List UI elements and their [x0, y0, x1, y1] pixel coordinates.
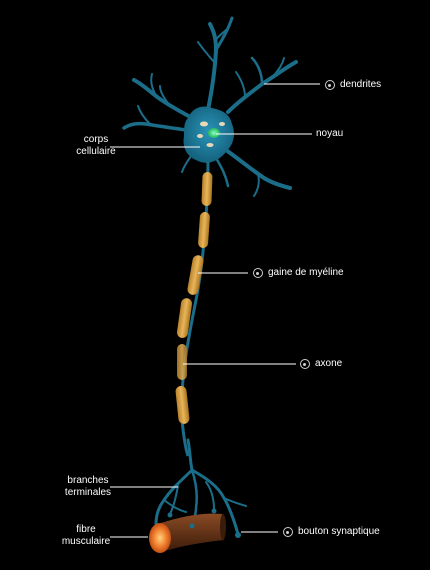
label-bouton-synaptique: bouton synaptique: [298, 526, 380, 537]
label-fibre-musculaire-line2: musculaire: [61, 536, 111, 547]
label-gaine-de-myeline: gaine de myéline: [268, 267, 344, 278]
label-corps-cellulaire-line1: corps: [83, 134, 109, 145]
myelin-sheath: [175, 172, 213, 424]
label-fibre-musculaire: fibre musculaire: [56, 524, 116, 548]
organelles: [197, 121, 225, 147]
audio-icon[interactable]: [283, 527, 293, 537]
label-dendrites: dendrites: [340, 79, 382, 90]
muscle-fibre: [149, 513, 226, 553]
audio-icon[interactable]: [300, 359, 310, 369]
label-corps-cellulaire: corps cellulaire: [66, 134, 126, 158]
dendrites: [122, 16, 298, 197]
label-branches-terminales-line2: terminales: [64, 487, 112, 498]
audio-icon[interactable]: [325, 80, 335, 90]
label-axone: axone: [315, 358, 343, 369]
label-noyau: noyau: [316, 128, 344, 139]
label-branches-terminales-line1: branches: [67, 475, 109, 486]
muscle-fibre-end: [149, 523, 171, 553]
audio-icon[interactable]: [253, 268, 263, 278]
leader-lines: [110, 83, 320, 538]
nucleus: [208, 128, 220, 138]
synaptic-buttons: [167, 508, 241, 538]
label-fibre-musculaire-line1: fibre: [76, 524, 96, 535]
label-branches-terminales: branches terminales: [58, 475, 118, 499]
label-corps-cellulaire-line2: cellulaire: [76, 146, 116, 157]
